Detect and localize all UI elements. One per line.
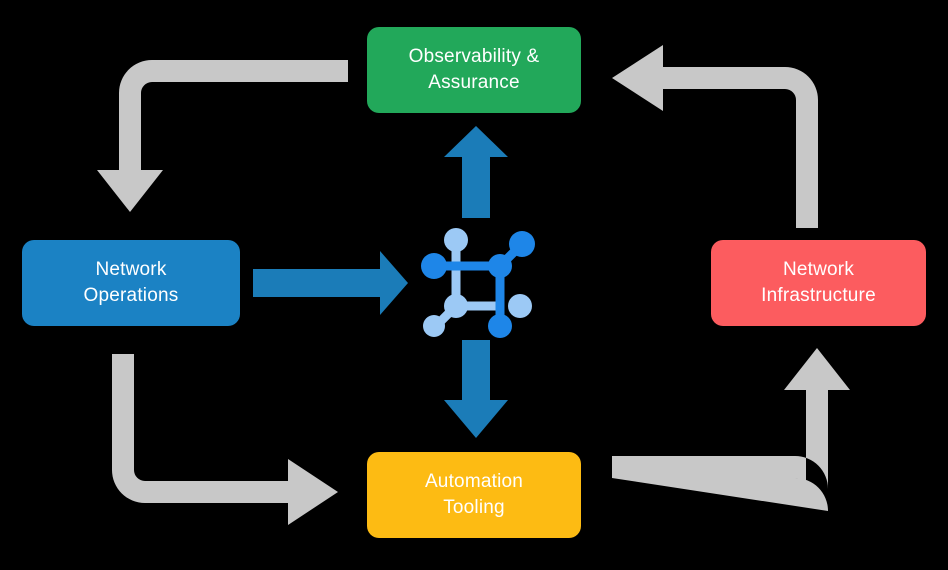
topology-node-bottom: [488, 314, 512, 338]
node-automation-tooling-label: Automation Tooling: [424, 471, 524, 518]
blue-arrow-hub-to-automation: [444, 340, 508, 438]
topology-node-bottom-left: [423, 315, 445, 337]
node-observability-assurance-label: Observability & Assurance: [408, 46, 540, 93]
node-observability-assurance[interactable]: Observability & Assurance: [367, 27, 581, 113]
topology-node-mid-left: [444, 294, 468, 318]
gray-arrow-infrastructure-to-observability: [612, 45, 818, 228]
node-network-infrastructure-label: Network Infrastructure: [761, 259, 876, 306]
topology-node-mid-right: [508, 294, 532, 318]
topology-node-center: [488, 254, 512, 278]
node-network-operations[interactable]: Network Operations: [22, 240, 240, 326]
node-network-operations-label: Network Operations: [83, 259, 179, 306]
node-automation-tooling[interactable]: Automation Tooling: [367, 452, 581, 538]
topology-node-left: [421, 253, 447, 279]
gray-arrow-observability-to-operations: [97, 60, 348, 212]
topology-node-top-right: [509, 231, 535, 257]
blue-arrow-operations-to-hub: [253, 251, 408, 315]
network-topology-icon: [421, 228, 535, 338]
topology-node-top-left: [444, 228, 468, 252]
gray-arrow-operations-to-automation: [112, 354, 338, 525]
node-network-infrastructure[interactable]: Network Infrastructure: [711, 240, 926, 326]
blue-arrow-hub-to-observability: [444, 126, 508, 218]
gray-arrow-automation-to-infrastructure-body: [612, 348, 850, 489]
